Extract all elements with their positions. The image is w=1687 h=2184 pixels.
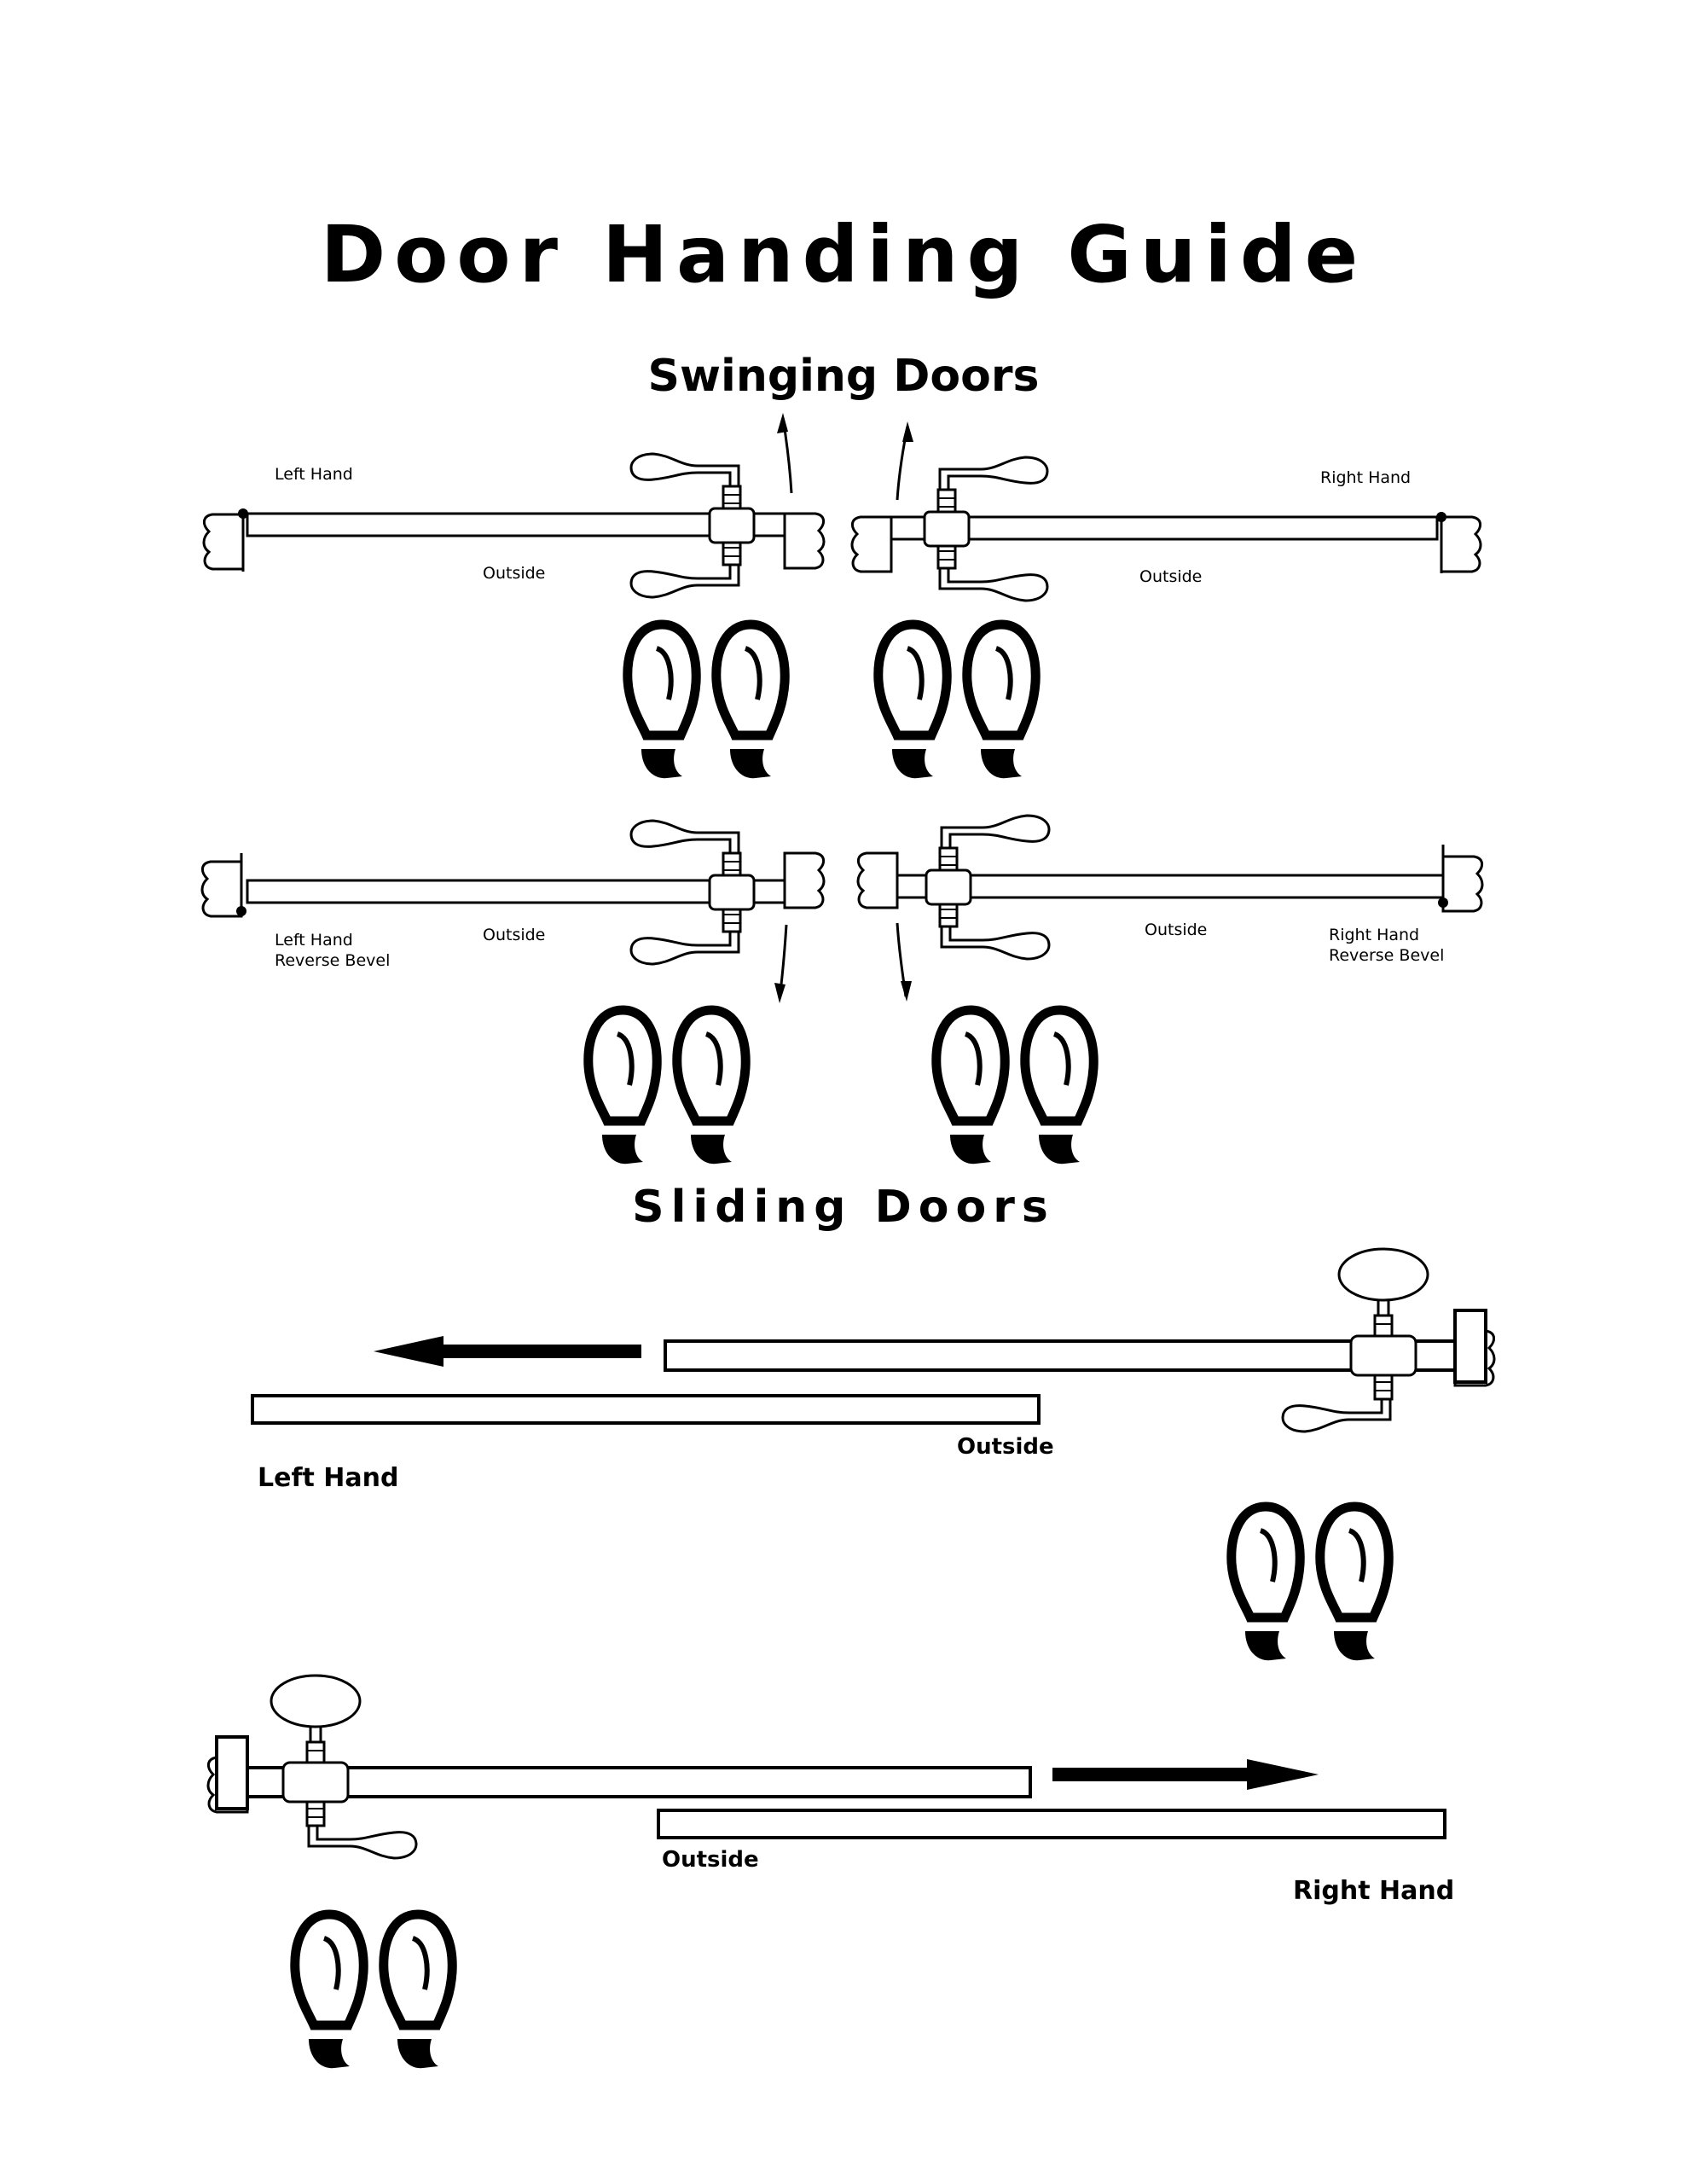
door-leaf xyxy=(246,879,786,904)
door-label: Right Hand xyxy=(1320,468,1411,487)
door-label-line-1: Left Hand xyxy=(275,931,353,950)
outside-label: Outside xyxy=(662,1847,759,1873)
footprints-icon xyxy=(878,624,1035,778)
door-label: Left Hand xyxy=(275,465,353,484)
door-leaf-fixed xyxy=(251,1394,1041,1425)
lever-handle-icon xyxy=(938,899,1051,961)
lever-handle-icon xyxy=(938,814,1051,875)
footprints-icon xyxy=(628,624,785,778)
sliding-heading: Sliding Doors xyxy=(632,1182,1055,1233)
footprints-icon xyxy=(936,1010,1093,1164)
door-leaf xyxy=(246,512,786,537)
door-leaf-moving xyxy=(664,1339,1467,1372)
sliding-door-right-hand: Outside Right Hand xyxy=(206,1674,1454,2068)
lever-handle-icon xyxy=(629,537,742,599)
outside-label: Outside xyxy=(957,1434,1054,1460)
knob-handle-icon xyxy=(1337,1247,1429,1339)
slide-arrow-icon xyxy=(374,1336,641,1367)
door-label-line-1: Right Hand xyxy=(1329,926,1419,944)
lever-handle-icon xyxy=(936,541,1049,602)
swing-door-left-hand: Left Hand Outside xyxy=(202,413,826,778)
swinging-heading: Swinging Doors xyxy=(648,351,1040,402)
door-label: Right Hand xyxy=(1293,1876,1454,1906)
outside-label: Outside xyxy=(1139,567,1202,586)
swing-door-right-hand-reverse-bevel: Right Hand Reverse Bevel Outside xyxy=(856,814,1484,1164)
footprints-icon xyxy=(588,1010,745,1164)
footprints-icon xyxy=(1232,1507,1388,1660)
knob-handle-icon xyxy=(270,1674,362,1766)
outside-label: Outside xyxy=(483,564,545,583)
swing-door-left-hand-reverse-bevel: Left Hand Reverse Bevel Outside xyxy=(200,819,826,1164)
slide-arrow-icon xyxy=(1052,1759,1319,1790)
lever-handle-icon xyxy=(629,819,742,880)
outside-label: Outside xyxy=(483,926,545,944)
door-leaf-fixed xyxy=(657,1809,1446,1839)
door-leaf xyxy=(890,515,1439,541)
door-label-line-2: Reverse Bevel xyxy=(275,951,390,970)
lever-handle-icon xyxy=(305,1798,418,1860)
door-leaf-moving xyxy=(246,1766,1032,1798)
lever-handle-icon xyxy=(629,452,742,514)
lever-handle-icon xyxy=(936,456,1049,517)
swing-door-right-hand: Right Hand Outside xyxy=(850,421,1482,778)
footprints-icon xyxy=(295,1914,452,2068)
lever-handle-icon xyxy=(1281,1372,1394,1433)
door-label-line-2: Reverse Bevel xyxy=(1329,946,1444,965)
page-title: Door Handing Guide xyxy=(321,209,1366,300)
door-label: Left Hand xyxy=(258,1463,398,1493)
lever-handle-icon xyxy=(629,904,742,966)
sliding-door-left-hand: Outside Left Hand xyxy=(251,1247,1496,1660)
door-leaf xyxy=(896,874,1445,899)
outside-label: Outside xyxy=(1145,921,1207,939)
